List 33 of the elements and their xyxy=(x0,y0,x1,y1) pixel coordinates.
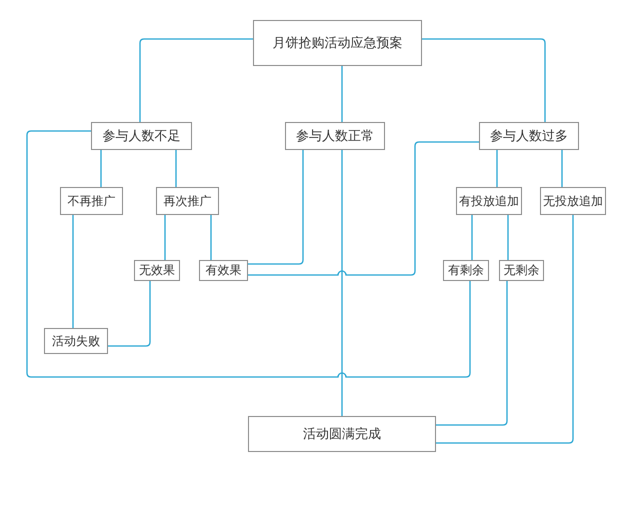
process-box: 有投放追加 xyxy=(456,187,522,215)
connector-line xyxy=(496,150,498,187)
connector-line xyxy=(471,215,473,260)
process-box: 月饼抢购活动应急预案 xyxy=(253,20,422,66)
connector-line xyxy=(175,150,177,187)
process-box: 无剩余 xyxy=(499,260,544,281)
process-box: 不再推广 xyxy=(60,187,123,215)
process-box: 参与人数过多 xyxy=(479,122,579,150)
connector-line xyxy=(561,150,563,187)
process-box: 参与人数正常 xyxy=(285,122,385,150)
connector-line xyxy=(72,215,74,328)
process-box: 再次推广 xyxy=(156,187,219,215)
process-box: 有剩余 xyxy=(443,260,489,281)
connector-line xyxy=(436,215,574,444)
process-box: 活动圆满完成 xyxy=(248,416,436,452)
connector-line xyxy=(108,281,151,347)
connector-line xyxy=(341,150,343,416)
process-box: 有效果 xyxy=(199,260,248,281)
process-box: 无投放追加 xyxy=(540,187,606,215)
connector-line xyxy=(341,66,343,122)
process-box: 活动失败 xyxy=(44,328,108,354)
process-box: 无效果 xyxy=(134,260,180,281)
connector-line xyxy=(436,281,508,426)
connector-line xyxy=(248,150,304,265)
process-box: 参与人数不足 xyxy=(91,122,192,150)
connector-line xyxy=(26,130,471,378)
connector-line xyxy=(422,38,546,122)
connector-line xyxy=(164,215,166,260)
connector-line xyxy=(139,38,253,122)
connector-line xyxy=(248,141,479,276)
connector-line xyxy=(210,215,212,260)
connector-line xyxy=(507,215,509,260)
connector-line xyxy=(100,150,102,187)
